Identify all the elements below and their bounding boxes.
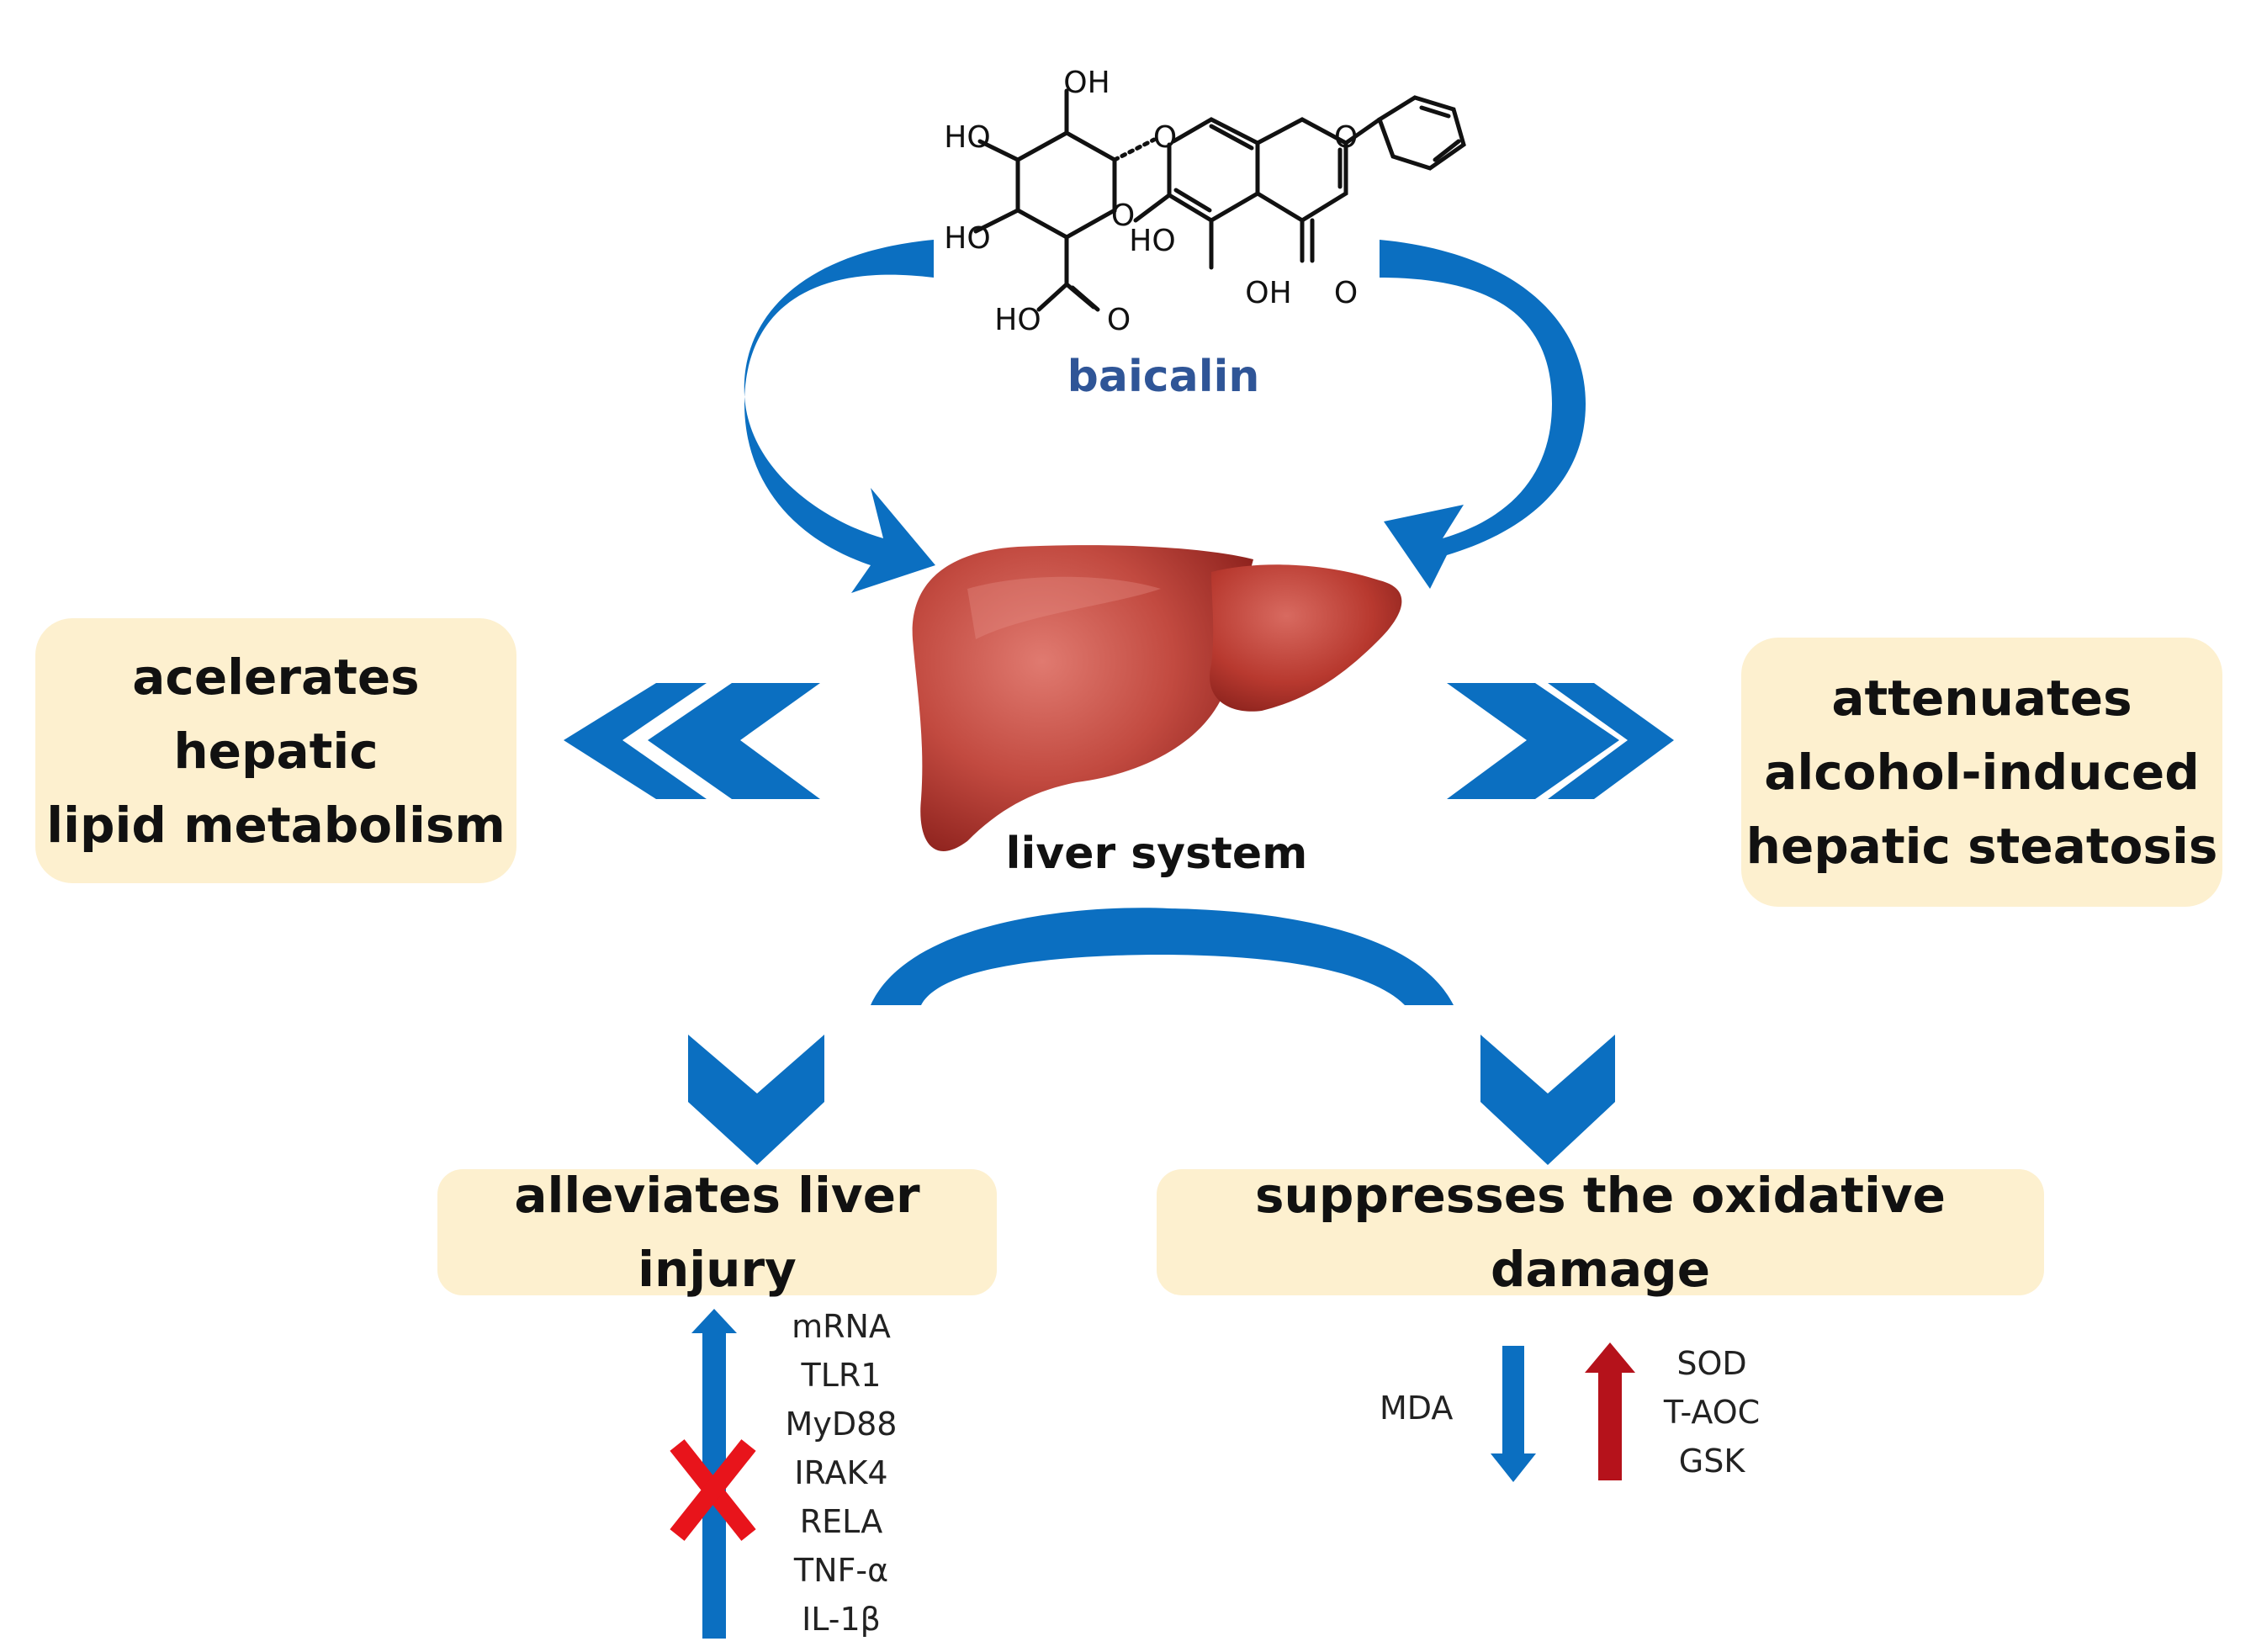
curved-arrow-right bbox=[1380, 240, 1586, 589]
effect-line: acelerates bbox=[132, 648, 420, 706]
double-chevron-left bbox=[564, 683, 820, 799]
effect-line: hepatic bbox=[173, 722, 379, 780]
down-chevron-right bbox=[1480, 1035, 1615, 1165]
liver-label: liver system bbox=[1006, 829, 1308, 879]
arc-branch bbox=[871, 908, 1454, 1005]
atom-label: O bbox=[1153, 120, 1177, 155]
baicalin-structure bbox=[973, 88, 1466, 312]
marker-label: SOD bbox=[1676, 1345, 1747, 1382]
atom-label: O bbox=[1107, 303, 1131, 337]
marker-list: mRNA TLR1 MyD88 IRAK4 RELA TNF-α IL-1β bbox=[774, 1302, 908, 1644]
atom-label: O bbox=[1334, 276, 1358, 310]
liver-illustration bbox=[912, 545, 1402, 851]
atom-label: OH bbox=[1245, 276, 1291, 310]
inhibition-x-icon bbox=[670, 1439, 756, 1541]
marker-label: TNF-α bbox=[793, 1552, 889, 1589]
effect-box-lipid-metabolism: acelerates hepatic lipid metabolism bbox=[35, 618, 516, 883]
effect-box-oxidative-damage: suppresses the oxidative damage bbox=[1157, 1167, 2044, 1298]
curved-arrow-left bbox=[744, 240, 935, 593]
marker-label: RELA bbox=[799, 1503, 883, 1540]
marker-label: TLR1 bbox=[801, 1357, 882, 1394]
effect-box-steatosis: attenuates alcohol-induced hepatic steat… bbox=[1741, 638, 2222, 907]
atom-label: HO bbox=[1129, 224, 1175, 258]
marker-label: T-AOC bbox=[1663, 1394, 1761, 1431]
down-chevron-left bbox=[688, 1035, 824, 1165]
decreased-marker: MDA bbox=[1380, 1390, 1454, 1427]
atom-label: HO bbox=[944, 120, 990, 155]
atom-label: OH bbox=[1063, 66, 1110, 100]
effect-line: hepatic steatosis bbox=[1745, 818, 2218, 875]
decrease-arrow-icon bbox=[1491, 1346, 1536, 1482]
effect-line: lipid metabolism bbox=[46, 796, 506, 854]
double-chevron-right bbox=[1447, 683, 1674, 799]
marker-label: mRNA bbox=[792, 1308, 891, 1345]
atom-label: O bbox=[1334, 120, 1358, 155]
effect-box-liver-injury: alleviates liver injury bbox=[437, 1167, 997, 1298]
effect-title: suppresses the oxidative damage bbox=[1255, 1167, 1946, 1298]
effect-title: alleviates liver injury bbox=[514, 1167, 920, 1298]
marker-label: GSK bbox=[1678, 1443, 1745, 1480]
compound-name: baicalin bbox=[1067, 352, 1260, 402]
baicalin-atom-labels: OH HO O O HO O HO OH O HO O bbox=[944, 66, 1358, 337]
marker-label: MyD88 bbox=[785, 1406, 898, 1443]
effect-line: alcohol-induced bbox=[1764, 744, 2200, 801]
atom-label: HO bbox=[944, 221, 990, 256]
effect-line: attenuates bbox=[1831, 670, 2132, 727]
atom-label: HO bbox=[994, 303, 1041, 337]
atom-label: O bbox=[1111, 199, 1135, 233]
marker-label: IL-1β bbox=[802, 1601, 881, 1638]
increase-arrow-icon bbox=[1585, 1342, 1635, 1480]
increased-marker-list: SOD T-AOC GSK bbox=[1649, 1339, 1775, 1485]
marker-label: IRAK4 bbox=[794, 1454, 888, 1491]
